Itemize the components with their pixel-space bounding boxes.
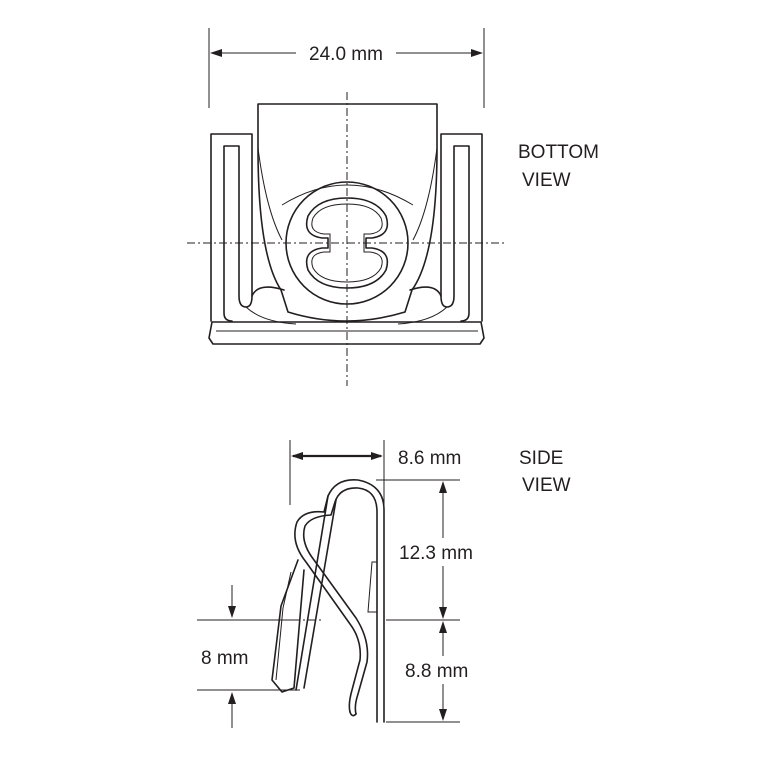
clip-side-profile bbox=[271, 479, 385, 723]
side-view-title-line2: VIEW bbox=[522, 475, 571, 496]
height-dimensions: 12.3 mm 8.8 mm bbox=[376, 479, 473, 723]
bottom-view-title-line1: BOTTOM bbox=[518, 142, 599, 163]
width-dimension: 24.0 mm bbox=[208, 28, 485, 108]
depth-dimension: 8.6 mm bbox=[289, 440, 461, 505]
lower-height-dimension-label: 8.8 mm bbox=[405, 661, 468, 682]
upper-height-dimension-label: 12.3 mm bbox=[399, 543, 473, 564]
bottom-view: 24.0 mm bbox=[187, 28, 599, 386]
depth-dimension-label: 8.6 mm bbox=[398, 448, 461, 469]
tab-height-dimension-label: 8 mm bbox=[201, 648, 249, 669]
side-view-title-line1: SIDE bbox=[519, 448, 563, 469]
tab-height-dimension: 8 mm bbox=[197, 585, 300, 728]
side-view: 8.6 mm 12.3 mm 8.8 mm 8 mm bbox=[197, 440, 571, 728]
keyhole-opening bbox=[305, 197, 389, 289]
width-dimension-label: 24.0 mm bbox=[309, 44, 383, 65]
bottom-view-title-line2: VIEW bbox=[522, 170, 571, 191]
